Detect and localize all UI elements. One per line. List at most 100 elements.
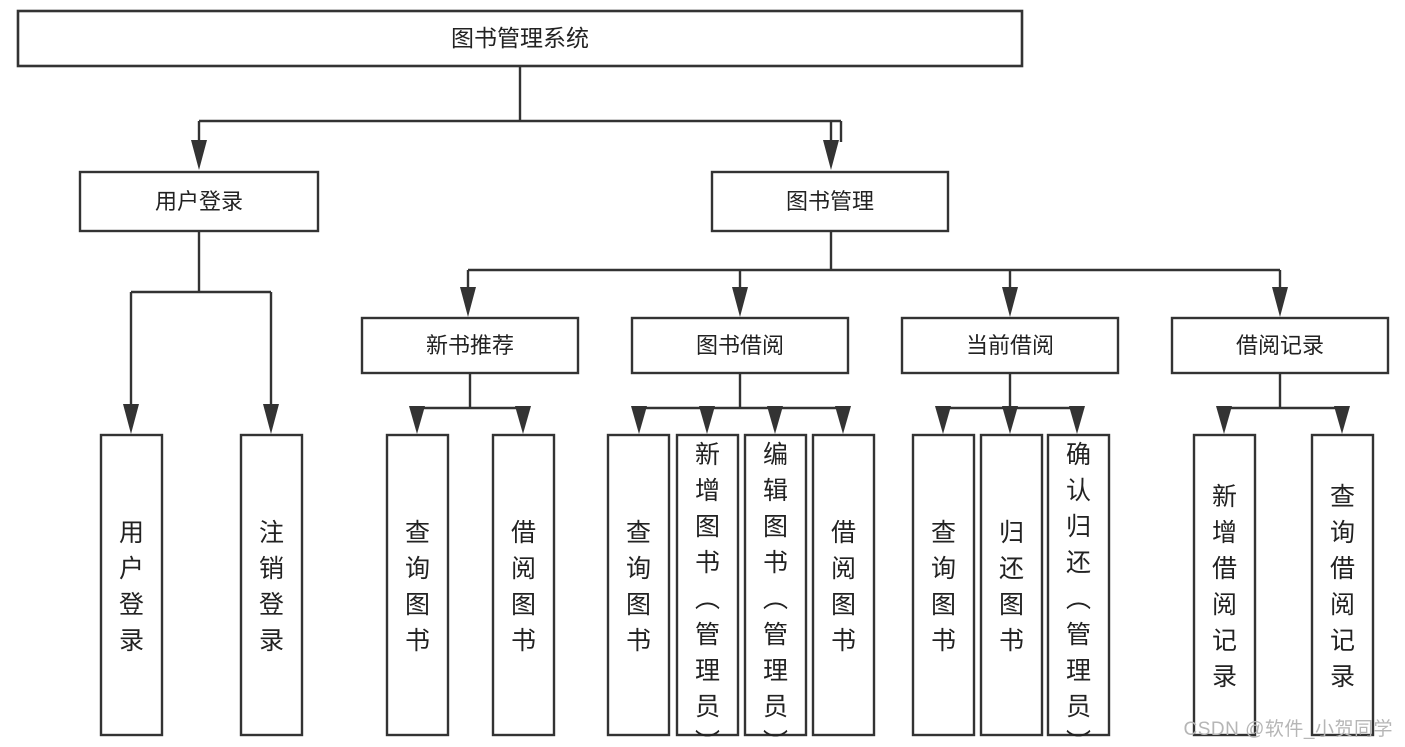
arrowhead-icon [123, 404, 139, 434]
node-current-borrow[interactable]: 当前借阅 [900, 316, 1120, 375]
vertical-char: 录 [1330, 663, 1355, 691]
connector-borrowrecord-to-leaves [1216, 373, 1350, 434]
vertical-char: 员 [763, 693, 788, 721]
vertical-char: 借 [831, 519, 856, 547]
vertical-char: 确 [1066, 441, 1091, 469]
node-root[interactable]: 图书管理系统 [16, 9, 1024, 68]
vertical-char: 书 [695, 549, 720, 577]
vertical-char: 询 [626, 555, 651, 583]
arrowhead-icon [699, 406, 715, 434]
arrowhead-icon [515, 406, 531, 434]
node-book-management[interactable]: 图书管理 [710, 170, 950, 233]
vertical-char: 新 [695, 441, 720, 469]
leaf-bookborrow-add[interactable] [675, 433, 740, 737]
vertical-char: 增 [1212, 519, 1237, 547]
arrowhead-icon [263, 404, 279, 434]
vertical-char: 询 [931, 555, 956, 583]
vertical-char: 记 [1212, 627, 1237, 655]
vertical-char: 图 [931, 591, 956, 619]
vertical-char: 书 [511, 627, 536, 655]
connector-currentborrow-to-leaves [935, 373, 1085, 434]
vertical-char: 借 [1212, 555, 1237, 583]
vertical-char: 书 [931, 627, 956, 655]
vertical-char: ︵ [1066, 585, 1091, 613]
leaf-borrowrecord-query[interactable] [1310, 433, 1375, 737]
leaf-bookborrow-borrow[interactable] [811, 433, 876, 737]
arrowhead-icon [835, 406, 851, 434]
leaf-currentborrow-query-label: 查询图书 [931, 519, 956, 655]
vertical-char: 阅 [511, 555, 536, 583]
node-book-borrow-label: 图书借阅 [696, 333, 784, 358]
vertical-char: 询 [405, 555, 430, 583]
leaf-user-login-logout[interactable] [239, 433, 304, 737]
leaf-currentborrow-return-label: 归还图书 [999, 519, 1024, 655]
vertical-char: 录 [119, 627, 144, 655]
arrowhead-icon [409, 406, 425, 434]
arrowhead-icon [1334, 406, 1350, 434]
vertical-char: 编 [763, 441, 788, 469]
vertical-char: ︶ [695, 729, 720, 747]
vertical-char: 查 [626, 519, 651, 547]
node-root-label: 图书管理系统 [451, 25, 589, 51]
vertical-char: 阅 [1330, 591, 1355, 619]
connector-userlogin-to-leaves [123, 231, 279, 434]
arrowhead-icon [1002, 406, 1018, 434]
arrowhead-icon [1002, 287, 1018, 317]
vertical-char: 阅 [831, 555, 856, 583]
connector-root-to-level2 [191, 66, 843, 170]
leaf-newbook-borrow-label: 借阅图书 [511, 519, 536, 655]
leaf-bookborrow-query[interactable] [606, 433, 671, 737]
vertical-char: 理 [695, 657, 720, 685]
vertical-char: 图 [511, 591, 536, 619]
leaf-newbook-query[interactable] [385, 433, 450, 737]
vertical-char: 员 [1066, 693, 1091, 721]
node-book-borrow[interactable]: 图书借阅 [630, 316, 850, 375]
vertical-char: 记 [1330, 627, 1355, 655]
vertical-char: 图 [405, 591, 430, 619]
arrowhead-icon [1272, 287, 1288, 317]
vertical-char: 借 [511, 519, 536, 547]
leaf-borrowrecord-query-label: 查询借阅记录 [1330, 483, 1355, 691]
arrowhead-icon [191, 140, 207, 170]
arrowhead-icon [823, 140, 839, 170]
leaf-bookborrow-edit[interactable] [743, 433, 808, 737]
arrowhead-icon [1216, 406, 1232, 434]
leaf-borrowrecord-add[interactable] [1192, 433, 1257, 737]
leaf-bookborrow-edit-label: 编辑图书︵管理员︶ [763, 441, 788, 747]
vertical-char: ︶ [763, 729, 788, 747]
arrowhead-icon [767, 406, 783, 434]
vertical-char: 书 [999, 627, 1024, 655]
leaf-currentborrow-return[interactable] [979, 433, 1044, 737]
arrowhead-icon [935, 406, 951, 434]
leaf-user-login-login[interactable] [99, 433, 164, 737]
vertical-char: ︵ [763, 585, 788, 613]
node-user-login[interactable]: 用户登录 [78, 170, 320, 233]
vertical-char: 认 [1066, 477, 1091, 505]
vertical-char: 理 [1066, 657, 1091, 685]
vertical-char: 登 [119, 591, 144, 619]
node-user-login-label: 用户登录 [155, 189, 243, 214]
leaf-bookborrow-query-label: 查询图书 [626, 519, 651, 655]
vertical-char: 查 [931, 519, 956, 547]
arrowhead-icon [1069, 406, 1085, 434]
vertical-char: 管 [763, 621, 788, 649]
vertical-char: 增 [695, 477, 720, 505]
leaf-currentborrow-query[interactable] [911, 433, 976, 737]
vertical-char: 书 [763, 549, 788, 577]
vertical-char: 归 [999, 519, 1024, 547]
vertical-char: 员 [695, 693, 720, 721]
vertical-char: 图 [626, 591, 651, 619]
vertical-char: 询 [1330, 519, 1355, 547]
node-borrow-record[interactable]: 借阅记录 [1170, 316, 1390, 375]
leaf-currentborrow-confirm[interactable] [1046, 433, 1111, 737]
vertical-char: 图 [695, 513, 720, 541]
vertical-char: ︵ [695, 585, 720, 613]
node-book-management-label: 图书管理 [786, 189, 874, 214]
connector-bookborrow-to-leaves [631, 373, 851, 434]
leaf-borrowrecord-add-label: 新增借阅记录 [1212, 483, 1237, 691]
vertical-char: 书 [626, 627, 651, 655]
node-new-book-recommend[interactable]: 新书推荐 [360, 316, 580, 375]
vertical-char: 书 [405, 627, 430, 655]
leaf-newbook-borrow[interactable] [491, 433, 556, 737]
